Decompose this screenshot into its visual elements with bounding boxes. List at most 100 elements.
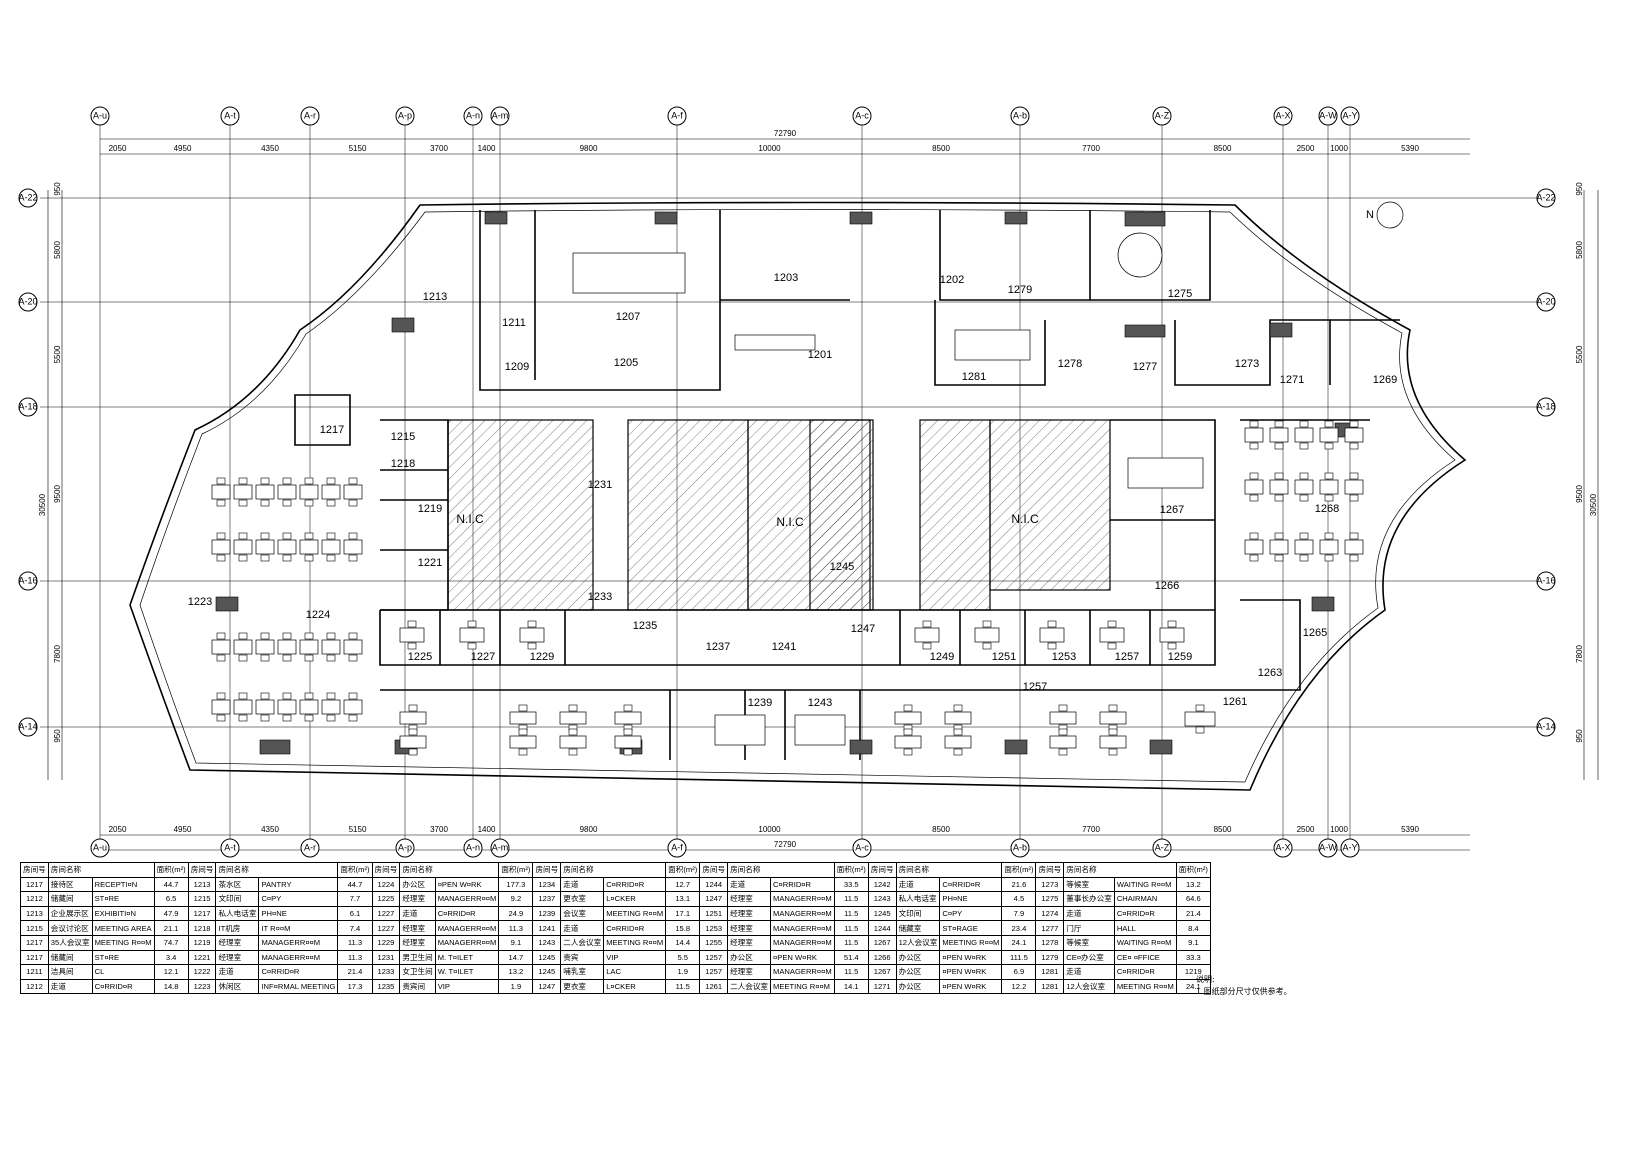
room-number-cell: 1267 [867, 934, 897, 951]
room-name-cn-cell: 12人会议室 [895, 934, 941, 951]
room-area-cell: 14.8 [153, 978, 189, 995]
room-label-1268: 1268 [1315, 503, 1339, 515]
axis-bubble-A-p: A-p [395, 838, 415, 858]
room-label-1269: 1269 [1373, 374, 1397, 386]
dimension-label: 950 [53, 729, 62, 743]
room-label-1253: 1253 [1052, 651, 1076, 663]
room-label-1217: 1217 [320, 424, 344, 436]
dimension-label: 10000 [758, 144, 781, 153]
room-name-en-cell: CL [91, 964, 155, 980]
room-label-1231: 1231 [588, 479, 612, 491]
axis-bubble-A-f: A-f [667, 106, 687, 126]
room-area-cell: 14.1 [833, 978, 869, 995]
room-name-cn-cell: 经理室 [727, 934, 772, 951]
room-area-cell: 8.4 [1175, 920, 1211, 936]
axis-bubble-A-c: A-c [852, 106, 872, 126]
room-label-1225: 1225 [408, 651, 432, 663]
room-name-en-cell: LAC [603, 964, 667, 980]
dimension-label: 4350 [261, 825, 279, 834]
room-number-cell: 1211 [20, 964, 49, 980]
room-number-cell: 1244 [867, 920, 897, 936]
north-label: N [1366, 209, 1374, 221]
room-name-cn-cell: 哺乳室 [560, 964, 605, 980]
axis-bubble-A-r: A-r [300, 838, 320, 858]
dimension-label: 7700 [1082, 825, 1100, 834]
room-name-en-cell: C¤RRID¤R [603, 920, 667, 936]
room-name-en-cell: ¤PEN W¤RK [434, 876, 500, 893]
room-area-cell: 9.1 [498, 934, 534, 951]
room-area-cell: 111.5 [1001, 949, 1037, 966]
room-name-en-cell: MANAGERR¤¤M [770, 920, 835, 936]
north-arrow: N [1366, 201, 1404, 229]
room-name-cn-cell: 私人电话室 [215, 905, 260, 922]
dimension-label: 1400 [478, 144, 496, 153]
room-number-cell: 1251 [699, 905, 729, 922]
room-name-en-cell: VIP [434, 978, 500, 995]
room-label-1233: 1233 [588, 591, 612, 603]
conference-table-1281 [954, 329, 1031, 361]
svg-text:A-f: A-f [671, 110, 683, 120]
room-area-cell: 6.5 [153, 891, 189, 907]
room-area-cell: 7.9 [1001, 905, 1037, 922]
room-name-cn-cell: CE¤办公室 [1063, 949, 1115, 966]
room-number-cell: 1233 [371, 964, 401, 980]
dimension-label: 8500 [1214, 825, 1232, 834]
svg-text:A-Z: A-Z [1155, 842, 1170, 852]
side-total-right: 30500 [1589, 493, 1598, 516]
room-number-cell: 1255 [699, 934, 729, 951]
room-name-en-cell: MANAGERR¤¤M [770, 964, 835, 980]
room-name-en-cell: MANAGERR¤¤M [434, 920, 500, 936]
svg-text:A-t: A-t [224, 110, 236, 120]
room-name-cn-cell: 办公区 [399, 876, 436, 893]
svg-text:A-c: A-c [855, 110, 869, 120]
room-number-cell: 1281 [1035, 978, 1065, 995]
axis-bubble-A-X: A-X [1273, 838, 1293, 858]
dimension-label: 2500 [1297, 825, 1315, 834]
room-area-cell: 11.3 [337, 949, 373, 966]
room-number-cell: 1217 [20, 949, 49, 966]
room-name-en-cell: ¤PEN W¤RK [770, 949, 835, 966]
room-number-cell: 1267 [867, 964, 897, 980]
dimension-label: 950 [53, 182, 62, 196]
room-name-en-cell: C¤PY [258, 891, 339, 907]
room-name-en-cell: ST¤RE [91, 891, 155, 907]
axis-bubble-A-b: A-b [1010, 106, 1030, 126]
axis-bubble-A-W: A-W [1318, 106, 1338, 126]
room-number-cell: 1247 [699, 891, 729, 907]
room-number-cell: 1217 [20, 876, 49, 893]
svg-text:A-22: A-22 [18, 192, 37, 202]
notes-line: 1.图纸部分尺寸仅供参考。 [1196, 987, 1292, 996]
dimension-label: 9500 [53, 485, 62, 503]
room-label-1221: 1221 [418, 557, 442, 569]
room-label-1278: 1278 [1058, 358, 1082, 370]
room-number-cell: 1235 [371, 978, 401, 995]
room-number-cell: 1215 [187, 891, 217, 907]
svg-text:A-W: A-W [1319, 842, 1337, 852]
room-name-cn-cell: 更衣室 [560, 978, 605, 995]
room-name-en-cell: C¤RRID¤R [603, 876, 667, 893]
room-name-en-cell: C¤RRID¤R [939, 876, 1003, 893]
room-number-cell: 1278 [1035, 934, 1065, 951]
room-schedule-table: 房间号房间名称面积(m²)房间号房间名称面积(m²)房间号房间名称面积(m²)房… [20, 862, 1211, 995]
room-number-cell: 1253 [699, 920, 729, 936]
dimension-label: 4950 [174, 825, 192, 834]
room-number-cell: 1229 [371, 934, 401, 951]
nic-labels: N.I.C N.I.C N.I.C [456, 512, 1039, 529]
room-number-cell: 1217 [20, 934, 49, 951]
room-name-en-cell: C¤RRID¤R [258, 964, 339, 980]
room-area-cell: 13.2 [1175, 876, 1211, 893]
room-name-en-cell: M. T¤ILET [434, 949, 500, 966]
room-label-1218: 1218 [391, 458, 415, 470]
nic-label: N.I.C [456, 512, 484, 526]
dimension-label: 3700 [430, 144, 448, 153]
axis-bubble-A-22: A-22 [1536, 188, 1556, 208]
room-label-1257b: 1257 [1023, 681, 1047, 693]
room-name-cn-cell: 私人电话室 [895, 891, 941, 907]
room-label-1251: 1251 [992, 651, 1016, 663]
room-name-en-cell: C¤RRID¤R [434, 905, 500, 922]
room-area-cell: 3.4 [153, 949, 189, 966]
room-name-en-cell: WAITING R¤¤M [1113, 934, 1177, 951]
nic-label: N.I.C [776, 515, 804, 529]
